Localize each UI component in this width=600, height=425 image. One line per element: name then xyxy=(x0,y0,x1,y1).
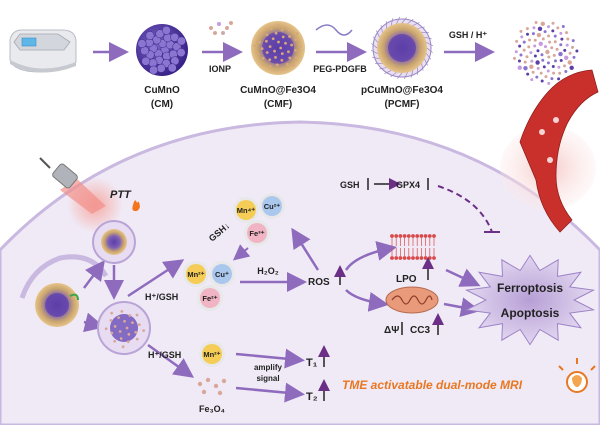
pcmf-abbr-label: (PCMF) xyxy=(385,99,420,110)
mri-caption: TME activatable dual-mode MRI xyxy=(342,378,523,392)
amplify-label: amplify xyxy=(254,363,283,372)
degraded-nanoparticle xyxy=(512,21,579,85)
peg-label: PEG-PDGFB xyxy=(313,64,367,74)
t2-label: T₂ xyxy=(306,391,318,403)
apoptosis-label: Apoptosis xyxy=(501,306,560,320)
ferroptosis-label: Ferroptosis xyxy=(497,281,563,295)
lpo-label: LPO xyxy=(396,274,417,285)
arrow-ros-to-mito xyxy=(345,289,389,312)
cell-death-burst xyxy=(464,254,596,346)
flame-icon xyxy=(132,200,140,212)
ion-cu1-label: Cu⁺ xyxy=(215,270,229,279)
ros-label: ROS xyxy=(308,277,330,288)
arrow-to-mn-fe3o4 xyxy=(147,343,195,378)
lightbulb-icon xyxy=(558,358,596,393)
pcmf-nanoparticle xyxy=(370,16,434,80)
tumor-vessel-icon xyxy=(500,69,599,233)
signal-label: signal xyxy=(256,374,279,383)
microfluidic-device xyxy=(9,29,77,73)
cmf-abbr-label: (CMF) xyxy=(264,99,292,110)
ion-cluster-high xyxy=(233,193,285,246)
gpx4-label: GPX4 xyxy=(396,180,420,190)
cmf-nanoparticle xyxy=(251,21,305,75)
h2o2-label: H₂O₂ xyxy=(257,266,279,276)
gsh-label: GSH xyxy=(340,180,360,190)
targeting-ligand-icon xyxy=(69,293,79,301)
lipid-bilayer-icon xyxy=(390,234,436,260)
ion-mn4-label: Mn⁴⁺ xyxy=(237,206,256,215)
ion-mn2-label: Mn²⁺ xyxy=(187,270,204,279)
t1-label: T₁ xyxy=(306,357,318,369)
arrow-to-t1 xyxy=(235,348,305,369)
laser-device-icon xyxy=(39,157,123,233)
mitochondria-icon xyxy=(385,286,439,314)
mn-ion-bottom xyxy=(199,341,225,367)
fe3o4-dots xyxy=(197,377,227,396)
cm-nanoparticle xyxy=(136,24,188,76)
cm-name-label: CuMnO xyxy=(144,85,180,96)
ptt-label: PTT xyxy=(110,189,132,201)
ion-cu2-label: Cu²⁺ xyxy=(264,202,280,211)
gsh-h-label: GSH / H⁺ xyxy=(449,30,488,40)
pcmf-name-label: pCuMnO@Fe3O4 xyxy=(361,85,443,96)
cmf-name-label: CuMnO@Fe3O4 xyxy=(240,85,316,96)
delta-psi-label: ΔΨ xyxy=(384,325,399,336)
arrow-to-ions-low xyxy=(127,259,185,298)
fe3o4-label: Fe₃O₄ xyxy=(199,404,225,414)
arrow-ion-cycle xyxy=(232,244,251,261)
h-gsh-label-2: H⁺/GSH xyxy=(148,350,181,360)
cc3-label: CC3 xyxy=(410,325,430,336)
arrow-to-t2 xyxy=(235,382,305,403)
lysosome-top xyxy=(92,220,136,264)
arrow-ros-to-lpo xyxy=(344,241,397,271)
h-gsh-label-1: H⁺/GSH xyxy=(145,292,178,302)
ionp-dots xyxy=(209,21,233,35)
ion-cluster-low xyxy=(183,261,235,311)
arrow-ros-to-ions xyxy=(291,227,320,271)
ion-fe3-label: Fe³⁺ xyxy=(249,229,264,238)
mn2-bottom-label: Mn²⁺ xyxy=(203,350,220,359)
np-entering-cell xyxy=(35,283,79,327)
cm-abbr-label: (CM) xyxy=(151,99,173,110)
ion-fe2-label: Fe²⁺ xyxy=(202,294,217,303)
arrow-to-lysosome-top xyxy=(83,260,105,289)
arrow-to-ferroptosis xyxy=(445,268,481,287)
peg-chain-icon xyxy=(315,24,353,36)
ionp-label: IONP xyxy=(209,64,231,74)
lysosome-bottom xyxy=(97,301,151,355)
